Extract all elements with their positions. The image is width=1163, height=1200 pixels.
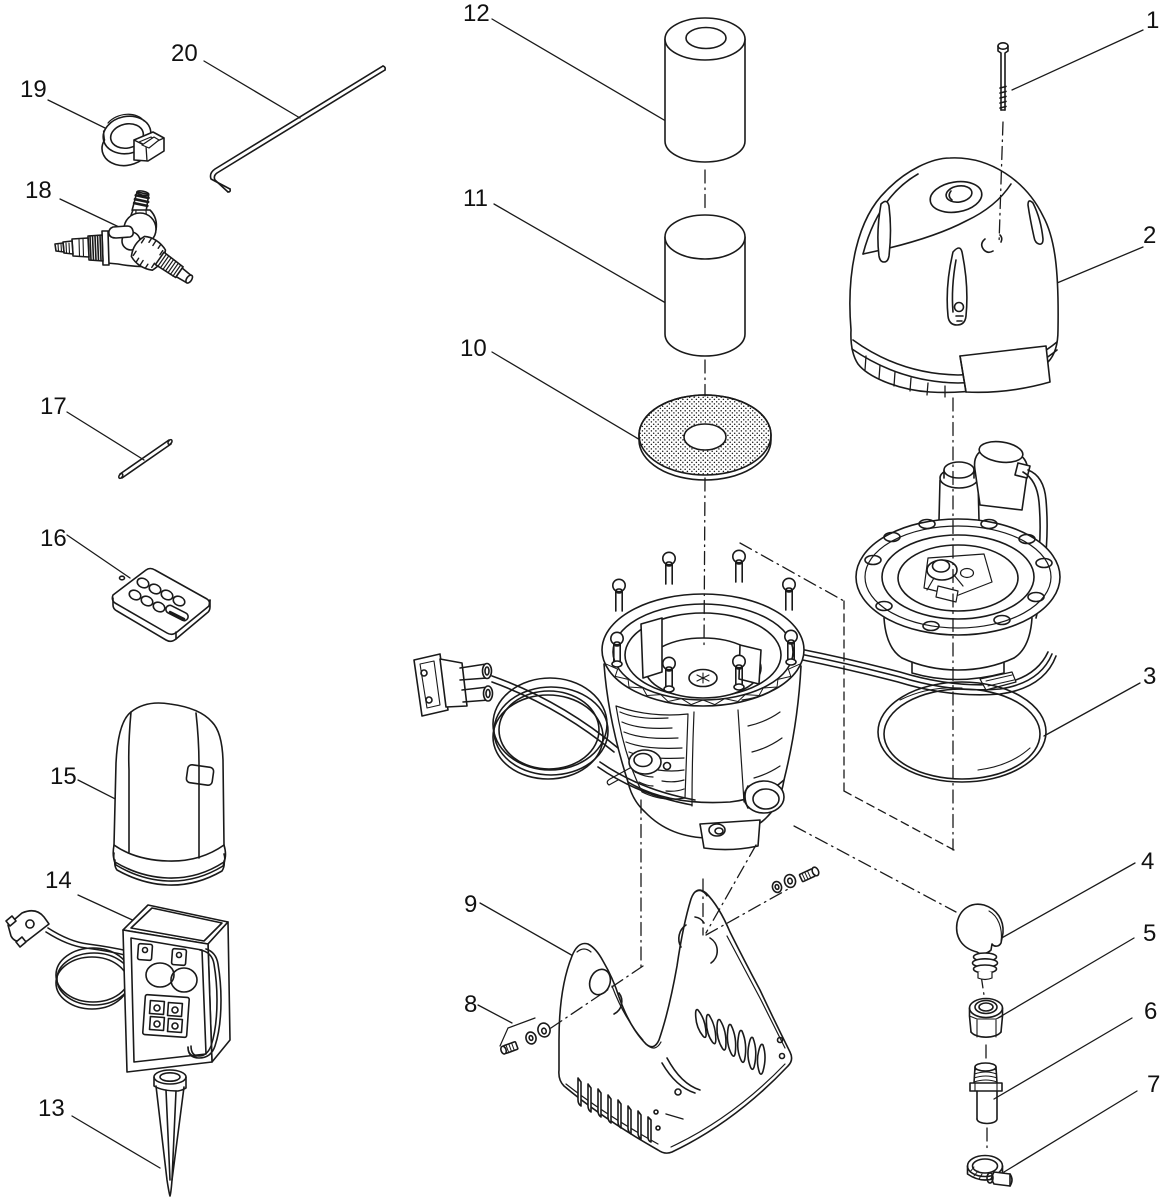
svg-text:18: 18 xyxy=(25,177,52,204)
svg-text:1: 1 xyxy=(1146,7,1159,34)
svg-text:20: 20 xyxy=(171,40,198,67)
svg-text:11: 11 xyxy=(463,185,488,212)
svg-text:17: 17 xyxy=(40,393,67,420)
svg-text:9: 9 xyxy=(464,891,477,918)
svg-text:10: 10 xyxy=(460,335,487,362)
svg-text:14: 14 xyxy=(45,867,72,894)
svg-text:5: 5 xyxy=(1143,920,1156,947)
svg-text:3: 3 xyxy=(1143,663,1156,690)
svg-text:12: 12 xyxy=(463,0,490,27)
svg-text:15: 15 xyxy=(50,763,77,790)
svg-text:13: 13 xyxy=(38,1095,65,1122)
svg-text:19: 19 xyxy=(20,76,47,103)
svg-text:2: 2 xyxy=(1143,222,1156,249)
svg-text:6: 6 xyxy=(1144,998,1157,1025)
svg-text:16: 16 xyxy=(40,525,67,552)
svg-text:7: 7 xyxy=(1147,1071,1160,1098)
svg-text:4: 4 xyxy=(1141,848,1154,875)
svg-text:8: 8 xyxy=(464,991,477,1018)
